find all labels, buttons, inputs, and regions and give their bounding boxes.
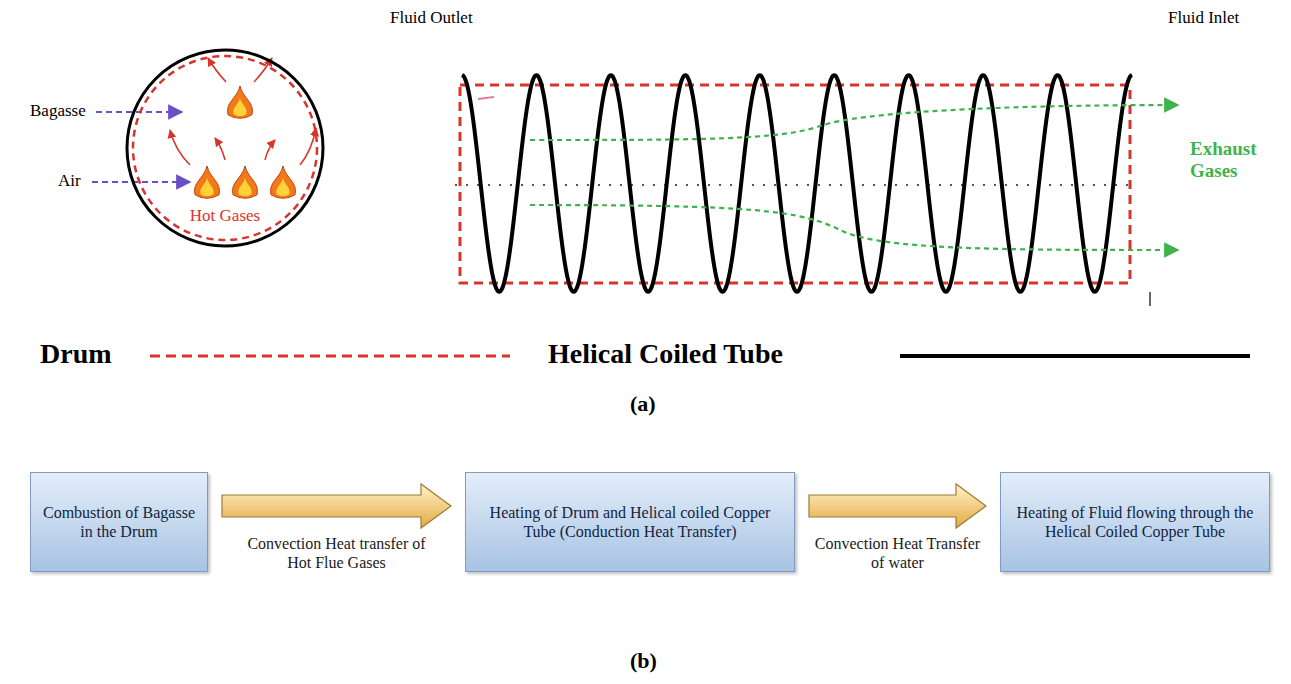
flame <box>271 166 296 198</box>
box-text: Heating of Fluid flowing through the Hel… <box>1011 503 1259 541</box>
hot-gas-arrow <box>265 140 275 160</box>
legend-text: Drum <box>40 338 112 370</box>
input-label: Bagasse <box>30 101 86 121</box>
process-box: Heating of Drum and Helical coiled Coppe… <box>465 472 795 572</box>
port-label: Fluid Inlet <box>1168 8 1239 28</box>
flame <box>195 166 220 198</box>
tick-mark <box>1149 292 1151 306</box>
flame <box>228 86 253 118</box>
process-box: Combustion of Bagasse in the Drum <box>30 472 208 572</box>
edge-label: Convection Heat Transfer of water <box>809 534 986 572</box>
legend-line-solid <box>900 354 1250 358</box>
flow-tick <box>478 97 494 99</box>
input-label: Air <box>58 171 81 191</box>
exhaust-flow-line <box>530 105 1178 140</box>
node-text: Hot Gases <box>125 206 325 226</box>
port-label: Fluid Outlet <box>390 8 473 28</box>
block-arrow <box>222 484 451 528</box>
hot-gas-arrow <box>215 138 225 160</box>
legend-line-dashed <box>150 355 510 358</box>
flame <box>233 166 258 198</box>
flame-core <box>276 178 289 196</box>
flow-label: Exhaust Gases <box>1190 138 1270 182</box>
drum-circle: Hot Gases <box>125 48 325 248</box>
flame-core <box>233 98 246 116</box>
process-box: Heating of Fluid flowing through the Hel… <box>1000 472 1270 572</box>
flame-core <box>238 178 251 196</box>
panel-label: (a) <box>630 391 656 417</box>
hot-gas-arrow <box>300 128 316 165</box>
flame-core <box>200 178 213 196</box>
hot-gas-arrow <box>170 130 190 165</box>
edge-label: Convection Heat transfer of Hot Flue Gas… <box>242 534 432 572</box>
legend-text: Helical Coiled Tube <box>548 338 783 370</box>
box-text: Combustion of Bagasse in the Drum <box>41 503 197 541</box>
hot-gas-arrow <box>208 58 226 82</box>
block-arrow <box>809 484 986 528</box>
exhaust-flow-line <box>530 205 1178 250</box>
panel-label: (b) <box>630 648 657 674</box>
box-text: Heating of Drum and Helical coiled Coppe… <box>476 503 784 541</box>
